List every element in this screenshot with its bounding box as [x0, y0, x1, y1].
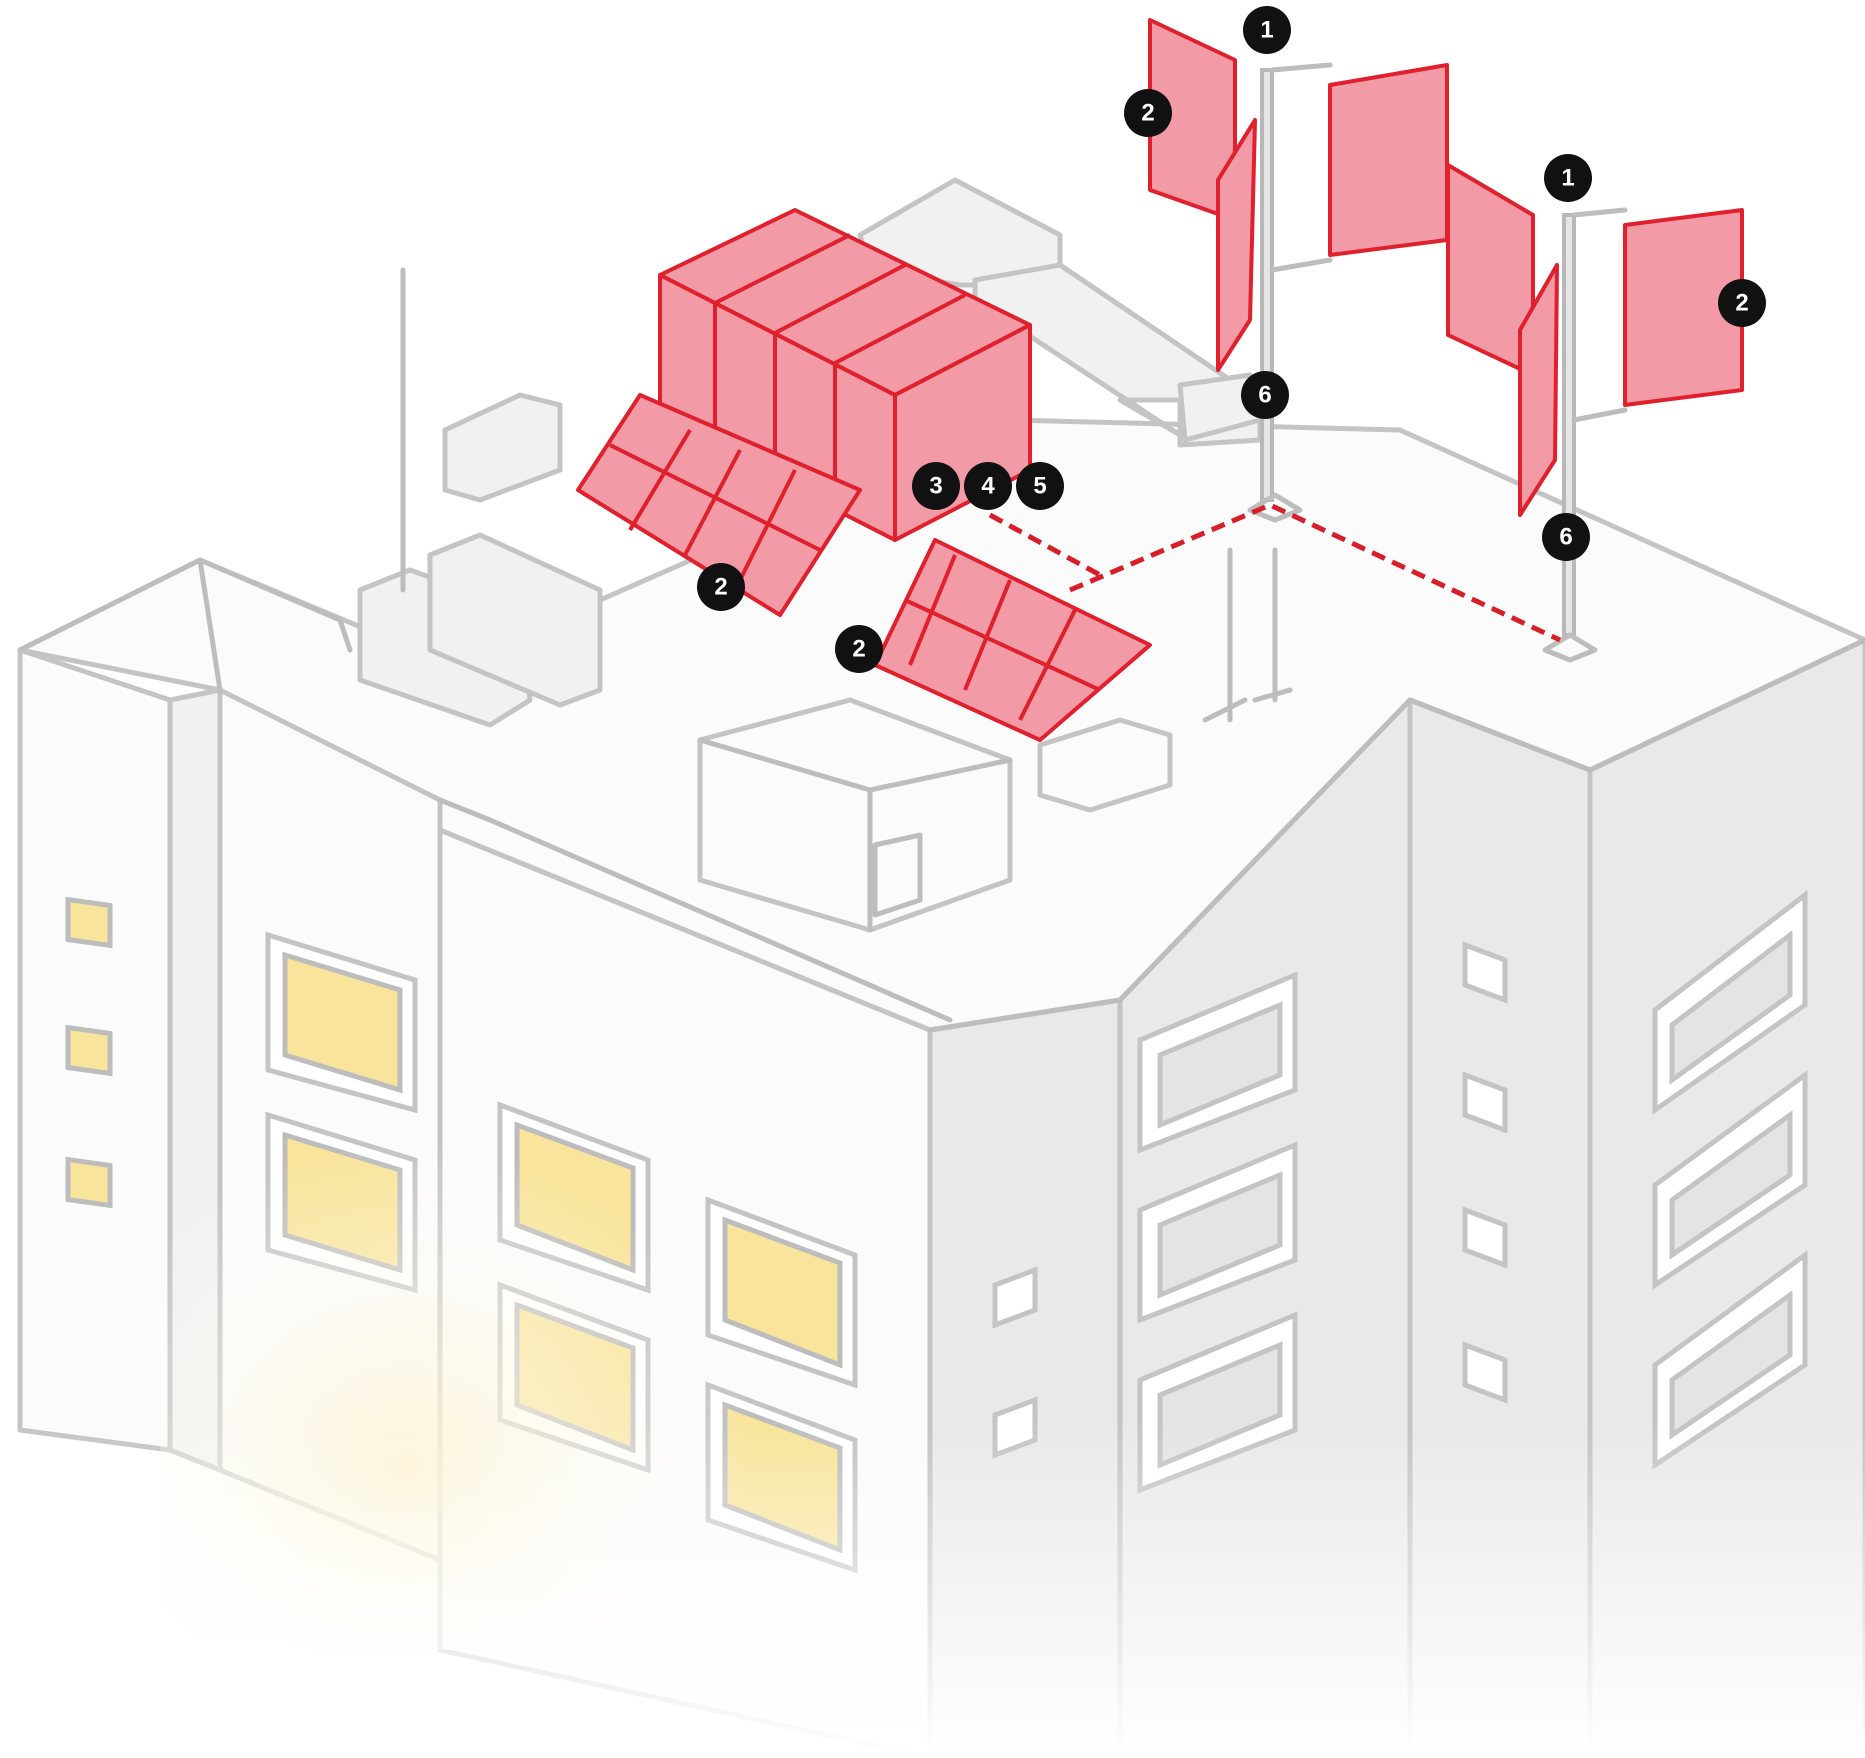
shaded-windows	[992, 889, 1808, 1494]
svg-text:2: 2	[1141, 100, 1154, 127]
solar-panel-front	[873, 538, 1152, 742]
callout-marker-6-right: 6	[1542, 513, 1590, 561]
turbine-blade	[1328, 63, 1449, 257]
turbine-blade	[1623, 208, 1744, 407]
window	[65, 896, 113, 949]
rooftop-door	[872, 832, 923, 918]
callout-marker-1-right: 1	[1544, 154, 1592, 202]
svg-text:1: 1	[1260, 17, 1273, 44]
window	[65, 1156, 113, 1209]
rooftop-box-3	[697, 697, 1013, 933]
rear-parapet-left	[442, 392, 563, 503]
svg-text:3: 3	[929, 473, 942, 500]
callout-marker-2-solar-front: 2	[835, 625, 883, 673]
callout-marker-3: 3	[912, 462, 960, 510]
svg-text:4: 4	[981, 473, 995, 500]
callout-marker-2-solar-rear: 2	[697, 563, 745, 611]
svg-text:2: 2	[1735, 290, 1748, 317]
svg-text:5: 5	[1033, 473, 1046, 500]
callout-marker-1-left: 1	[1243, 6, 1291, 54]
callout-marker-2-blade-left: 2	[1124, 89, 1172, 137]
callout-marker-5: 5	[1016, 462, 1064, 510]
rooftop-box-2	[427, 532, 603, 708]
wind-turbine-right	[1446, 163, 1744, 663]
wind-turbine-left	[1148, 18, 1449, 523]
svg-text:6: 6	[1258, 382, 1271, 409]
svg-text:2: 2	[852, 636, 865, 663]
window	[65, 1024, 113, 1077]
svg-text:2: 2	[714, 574, 727, 601]
turbine-blade	[1518, 263, 1559, 517]
svg-text:1: 1	[1561, 165, 1574, 192]
cable-link	[988, 502, 1562, 643]
callout-marker-2-blade-right: 2	[1718, 279, 1766, 327]
callout-marker-4: 4	[964, 462, 1012, 510]
rooftop-box-4	[1037, 717, 1173, 813]
callout-marker-6-left: 6	[1241, 371, 1289, 419]
svg-text:6: 6	[1559, 524, 1572, 551]
building	[0, 177, 1865, 1758]
turbine-blade	[1216, 118, 1257, 372]
